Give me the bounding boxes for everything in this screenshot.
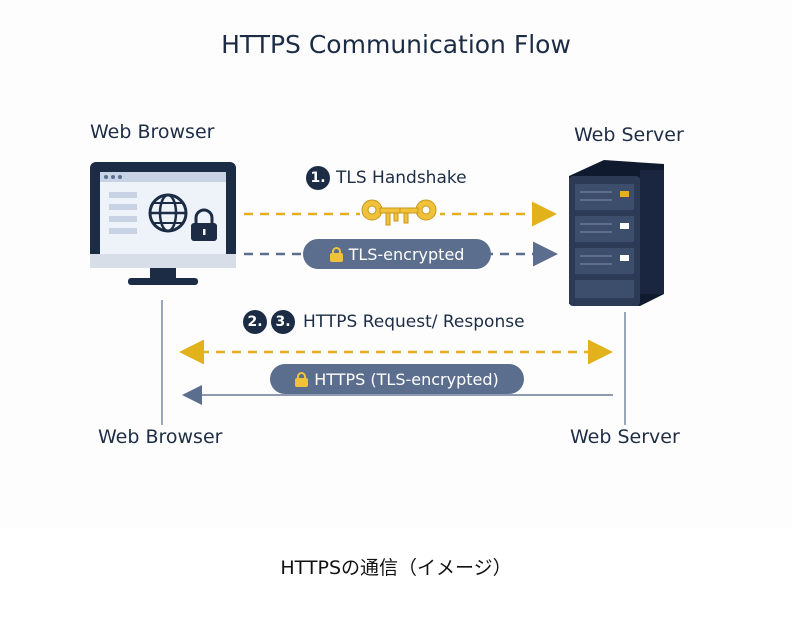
request-response-step: 2. 3. HTTPS Request/ Response [243,310,525,334]
lock-icon [329,246,343,262]
figure-caption: HTTPSの通信（イメージ） [280,557,512,579]
globe-icon [148,193,188,233]
https-pill: HTTPS (TLS-encrypted) [270,364,524,394]
browser-label-bottom: Web Browser [98,426,223,448]
browser-label-top: Web Browser [90,121,215,143]
step-3-badge: 3. [271,310,295,334]
lock-icon [295,371,309,387]
step-2-badge: 2. [243,310,267,334]
https-pill-label: HTTPS (TLS-encrypted) [314,369,499,389]
keys-icon [360,199,440,226]
monitor-icon [90,162,236,285]
diagram-title: HTTPS Communication Flow [221,30,571,59]
handshake-step: 1. TLS Handshake [306,166,467,190]
server-label-top: Web Server [574,124,684,146]
tls-encrypted-pill: TLS-encrypted [303,239,491,269]
step-1-badge: 1. [306,166,330,190]
lock-icon [191,208,217,241]
server-label-bottom: Web Server [570,426,680,448]
handshake-label: TLS Handshake [336,168,467,188]
server-icon [569,160,664,306]
request-response-label: HTTPS Request/ Response [303,312,525,332]
tls-encrypted-label: TLS-encrypted [348,244,465,264]
diagram-canvas [90,160,664,425]
